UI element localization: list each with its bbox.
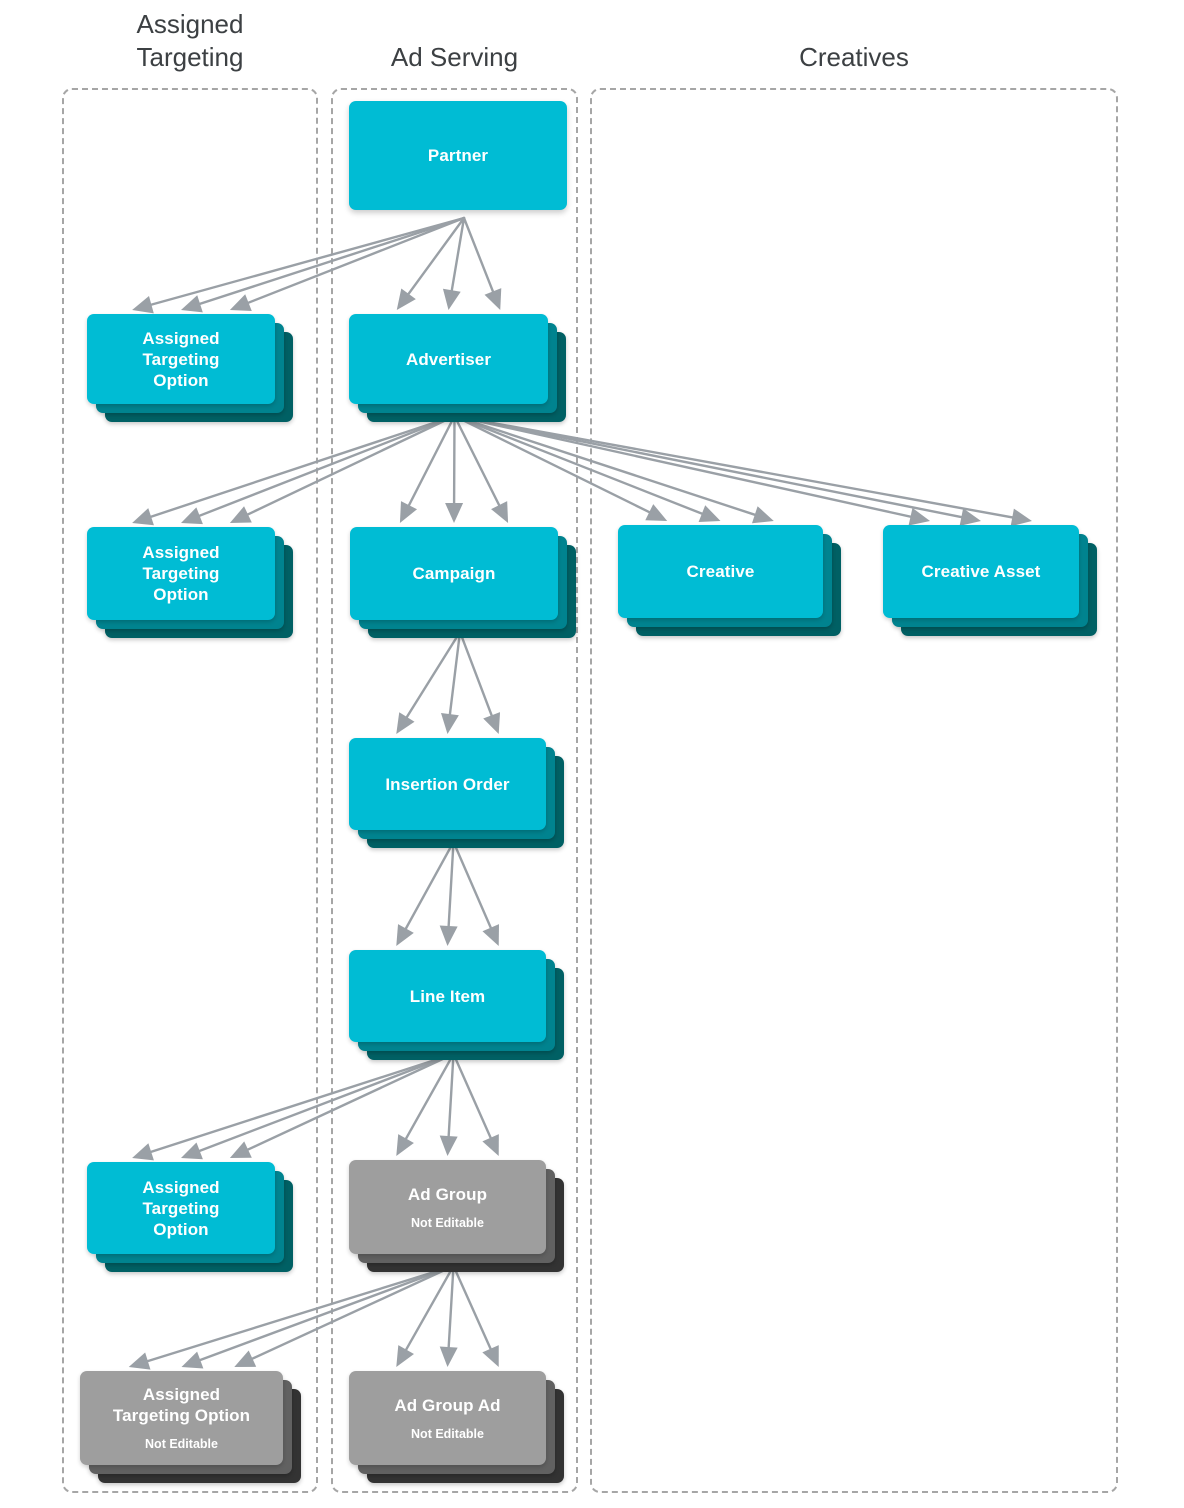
card-face[interactable]: Assigned Targeting Option — [87, 314, 275, 404]
card-subtitle-not-editable: Not Editable — [145, 1437, 218, 1451]
card-face[interactable]: Assigned Targeting Option — [87, 1162, 275, 1254]
card-face[interactable]: Campaign — [350, 527, 558, 620]
card-subtitle-not-editable: Not Editable — [411, 1426, 484, 1441]
card-title: Insertion Order — [385, 774, 510, 794]
card-title: Partner — [427, 146, 489, 165]
column-group-ad-serving — [331, 88, 578, 1493]
card-title: Campaign — [412, 564, 496, 583]
card-title: Line Item — [409, 986, 486, 1006]
card-title: Assigned Targeting Option — [142, 543, 220, 604]
card-face[interactable]: Creative — [618, 525, 823, 618]
column-group-assigned-targeting — [62, 88, 318, 1493]
card-face[interactable]: Assigned Targeting Option — [87, 527, 275, 620]
card-face[interactable]: Ad Group Ad Not Editable — [349, 1371, 546, 1465]
card-title: Ad Group Ad — [394, 1395, 501, 1415]
card-title: Ad Group — [407, 1184, 488, 1204]
column-group-creatives — [590, 88, 1118, 1493]
card-face[interactable]: Creative Asset — [883, 525, 1079, 618]
column-header-assigned-targeting: Assigned Targeting — [136, 9, 244, 72]
card-title: Assigned Targeting Option — [112, 1385, 251, 1425]
card-face[interactable]: Line Item — [349, 950, 546, 1042]
card-face[interactable]: Partner — [349, 101, 567, 210]
card-face[interactable]: Advertiser — [349, 314, 548, 404]
card-title: Assigned Targeting Option — [142, 328, 220, 390]
card-title: Creative Asset — [921, 562, 1041, 581]
card-title: Advertiser — [405, 349, 492, 369]
column-header-creatives: Creatives — [799, 42, 909, 72]
card-title: Creative — [686, 562, 755, 581]
column-header-ad-serving: Ad Serving — [390, 42, 519, 72]
card-face[interactable]: Insertion Order — [349, 738, 546, 830]
card-title: Assigned Targeting Option — [142, 1177, 220, 1239]
card-subtitle-not-editable: Not Editable — [411, 1215, 484, 1230]
